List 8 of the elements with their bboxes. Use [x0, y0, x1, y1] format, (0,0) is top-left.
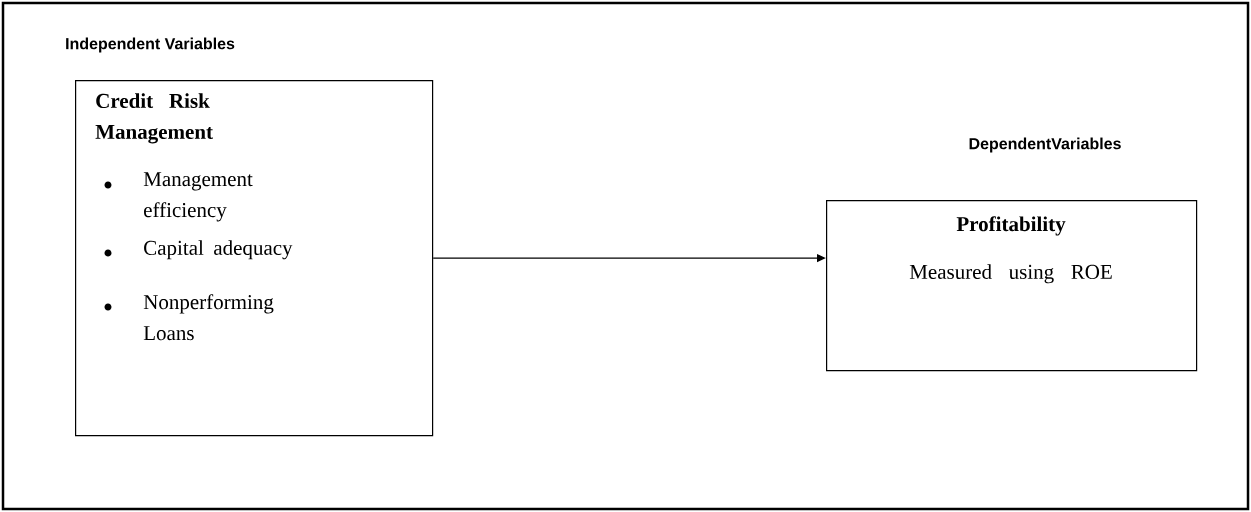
heading: DependentVariables — [969, 137, 1121, 153]
box-title: Credit Risk Management — [95, 93, 213, 144]
bullet-item: Capital adequacy — [144, 240, 293, 260]
bullet-item: Management efficiency — [143, 172, 253, 222]
box-title: Profitability — [956, 216, 1066, 236]
heading: Independent Variables — [66, 37, 235, 53]
bullet-item: Nonperforming Loans — [143, 294, 274, 341]
box-text: Measured using ROE — [909, 264, 1112, 284]
